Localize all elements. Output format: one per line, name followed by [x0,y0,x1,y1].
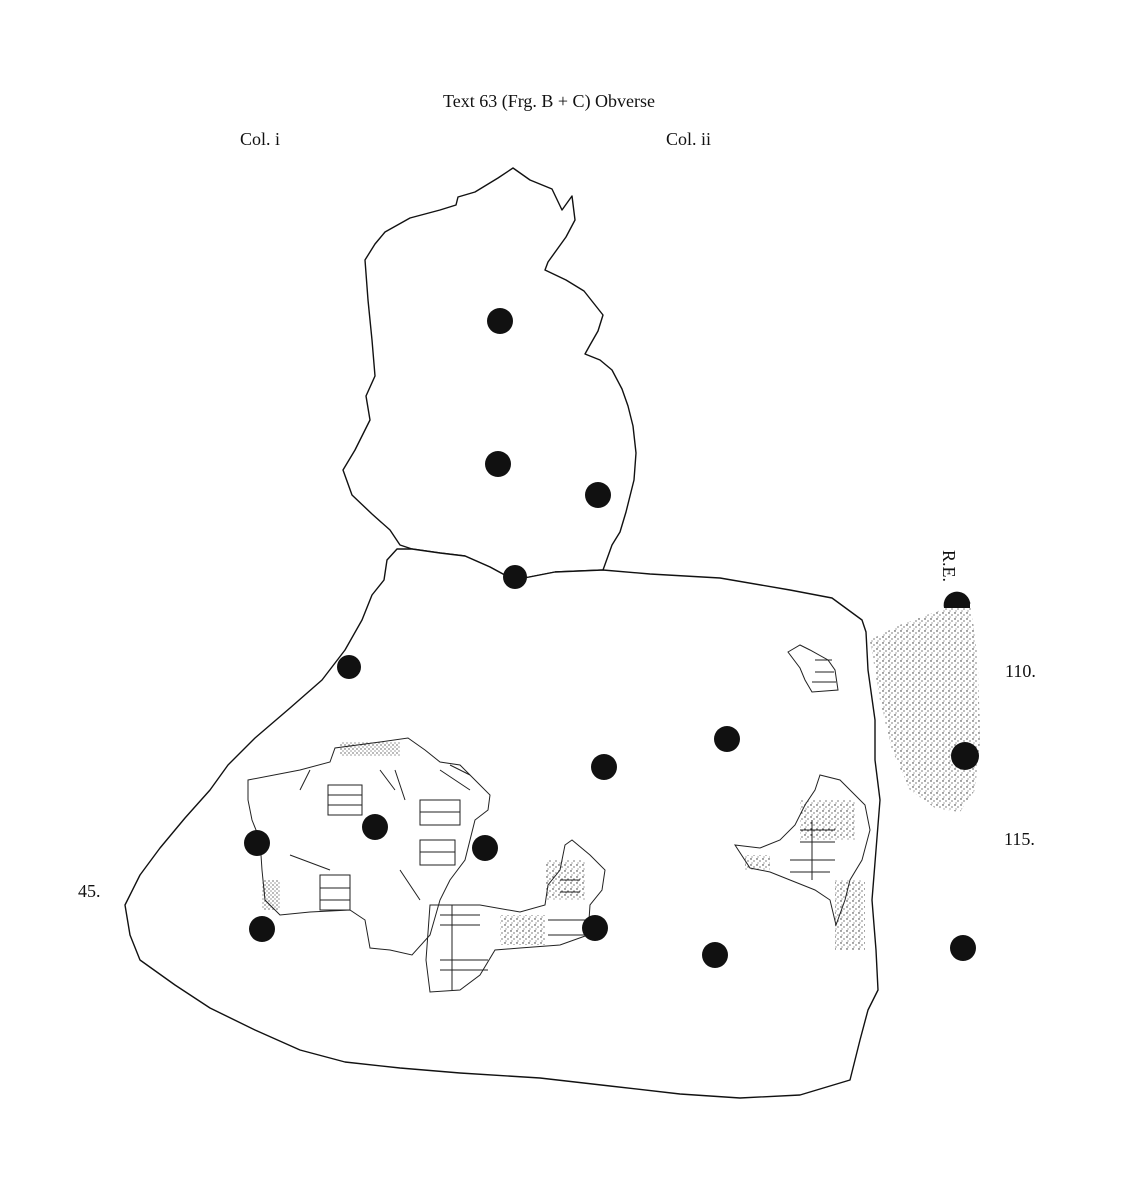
hole-marker [702,942,728,968]
hole-marker [337,655,361,679]
wedge-group [289,764,471,911]
hole-marker [249,916,275,942]
stipple-patch [835,880,865,950]
chip-notch-wedges [812,659,836,683]
hole-marker [714,726,740,752]
inscribed-area-right [733,774,871,927]
hole-marker [950,935,976,961]
hole-marker [591,754,617,780]
stipple-patch [500,915,545,945]
hole-marker [951,742,979,770]
line-number-45: 45. [78,881,101,901]
column-label-i: Col. i [240,129,281,149]
hole-markers [244,308,979,968]
line-number-110: 110. [1005,661,1036,681]
upper-fragment-outline [342,167,637,581]
lower-fragment-outline [124,548,881,1099]
wedge-group [440,879,590,990]
hole-marker [485,451,511,477]
wedge-group [790,820,835,880]
stipple-patch [340,742,400,756]
hole-marker [503,565,527,589]
column-label-ii: Col. ii [666,129,712,149]
hole-marker [585,482,611,508]
stipple-patch [745,855,770,870]
edge-half-hole [943,591,970,608]
chip-notch [787,644,839,693]
line-number-115: 115. [1004,829,1035,849]
hole-marker [582,915,608,941]
hole-marker [472,835,498,861]
hole-marker [362,814,388,840]
stipple-patch [800,800,855,840]
right-edge-stipple [870,600,980,812]
stipple-patch [262,880,280,910]
hole-marker [487,308,513,334]
page-title: Text 63 (Frg. B + C) Obverse [443,91,656,111]
hole-marker [244,830,270,856]
